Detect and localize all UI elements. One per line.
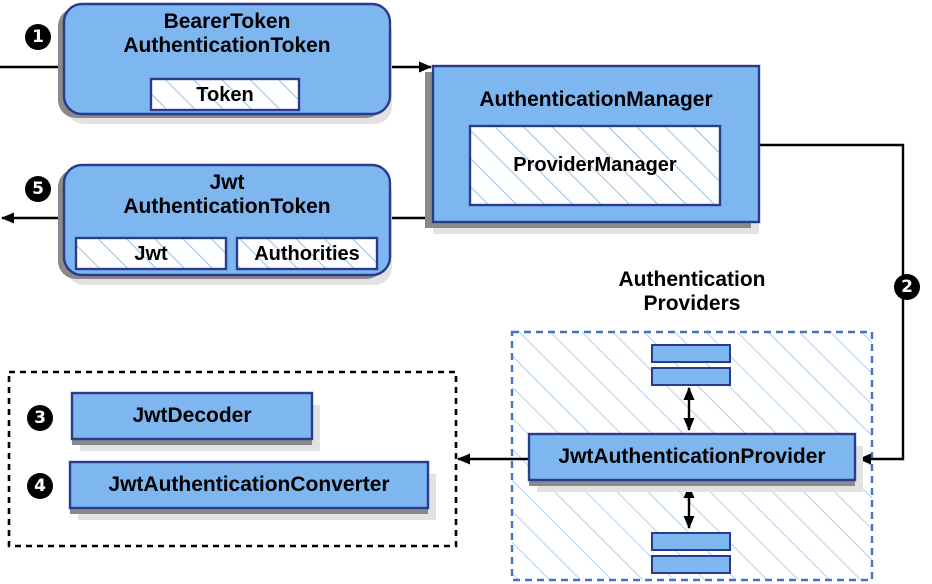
provider-stub-top — [651, 344, 731, 386]
node-jwt-authentication-provider[interactable] — [527, 432, 863, 492]
step-marker-4: 4 — [27, 473, 53, 499]
provider-stub-bottom — [651, 532, 731, 574]
flow-connectors — [0, 61, 905, 529]
inner-authorities-box — [235, 236, 379, 271]
step-marker-3: 3 — [27, 405, 53, 431]
step-marker-5: 5 — [25, 176, 51, 202]
node-authentication-manager[interactable] — [425, 64, 761, 234]
step-marker-1: 1 — [25, 24, 51, 50]
step-marker-2: 2 — [894, 274, 920, 300]
node-jwt-decoder[interactable] — [70, 391, 320, 451]
inner-provider-manager-box — [468, 124, 722, 207]
connector-step-2-manager-to-provider — [759, 143, 905, 465]
node-bearer-token-authentication-token[interactable] — [58, 2, 392, 124]
inner-jwt-box — [74, 236, 228, 271]
node-jwt-authentication-converter[interactable] — [68, 460, 436, 520]
jwt-support-beans-container — [7, 370, 458, 548]
node-jwt-authentication-token[interactable] — [58, 163, 392, 285]
